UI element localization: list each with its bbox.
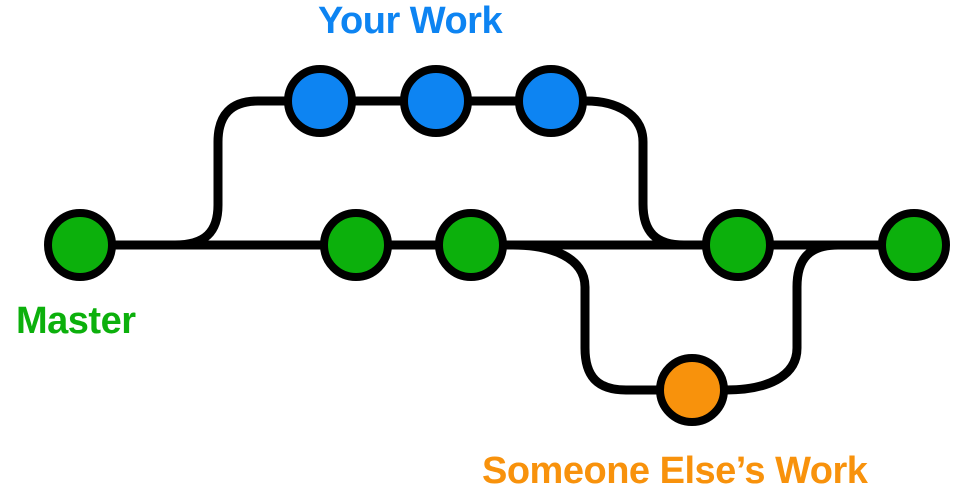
branch-label-someone-else: Someone Else’s Work [482,450,868,492]
commit-node-your-work-2[interactable] [400,65,472,137]
commit-node-master-1[interactable] [44,209,116,281]
nodes-group [44,65,950,426]
branch-label-your-work: Your Work [318,0,503,42]
commit-node-master-4[interactable] [702,209,774,281]
commit-node-master-3[interactable] [435,209,507,281]
commit-node-someone-else-1[interactable] [656,354,728,426]
commit-node-your-work-3[interactable] [515,65,587,137]
commit-node-your-work-1[interactable] [284,65,356,137]
edge-branch-out-your-work [170,96,291,250]
branch-label-master: Master [16,300,136,342]
edge-merge-someone-else [721,240,871,395]
edge-branch-out-someone-else [508,240,663,395]
commit-node-master-2[interactable] [320,209,392,281]
edge-merge-your-work [581,96,711,250]
commit-node-master-5[interactable] [878,209,950,281]
